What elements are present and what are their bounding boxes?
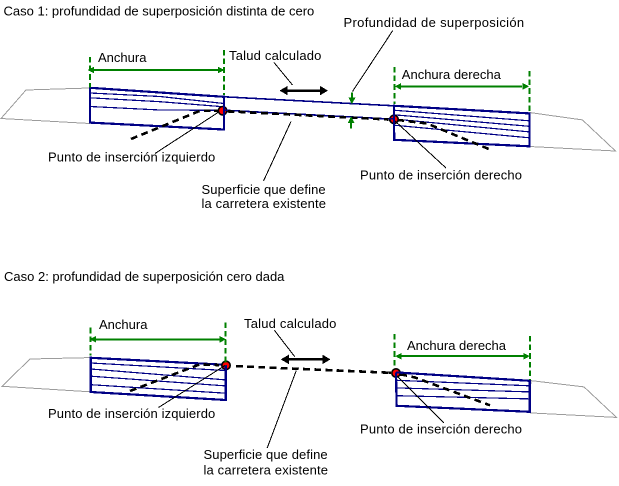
svg-text:Superficie que define: Superficie que define (204, 447, 328, 462)
svg-text:Talud calculado: Talud calculado (244, 316, 337, 331)
svg-text:Punto de inserción izquierdo: Punto de inserción izquierdo (48, 406, 215, 421)
svg-text:Punto de inserción derecho: Punto de inserción derecho (360, 168, 522, 183)
svg-text:Caso 2: profundidad de superpo: Caso 2: profundidad de superposición cer… (4, 269, 285, 284)
svg-text:Punto de inserción izquierdo: Punto de inserción izquierdo (48, 150, 215, 165)
svg-text:la carretera existente: la carretera existente (204, 463, 329, 478)
svg-text:Punto de inserción derecho: Punto de inserción derecho (360, 422, 522, 437)
svg-text:Anchura derecha: Anchura derecha (402, 67, 502, 82)
svg-text:la carretera existente: la carretera existente (202, 196, 327, 211)
svg-text:Anchura: Anchura (99, 317, 148, 332)
svg-text:Anchura derecha: Anchura derecha (407, 338, 507, 353)
svg-text:Talud calculado: Talud calculado (229, 48, 322, 63)
svg-text:Caso 1: profundidad de superpo: Caso 1: profundidad de superposición dis… (4, 4, 315, 19)
svg-text:Profundidad de superposición: Profundidad de superposición (344, 15, 525, 30)
svg-text:Anchura: Anchura (98, 50, 147, 65)
svg-text:Superficie que define: Superficie que define (202, 182, 326, 197)
